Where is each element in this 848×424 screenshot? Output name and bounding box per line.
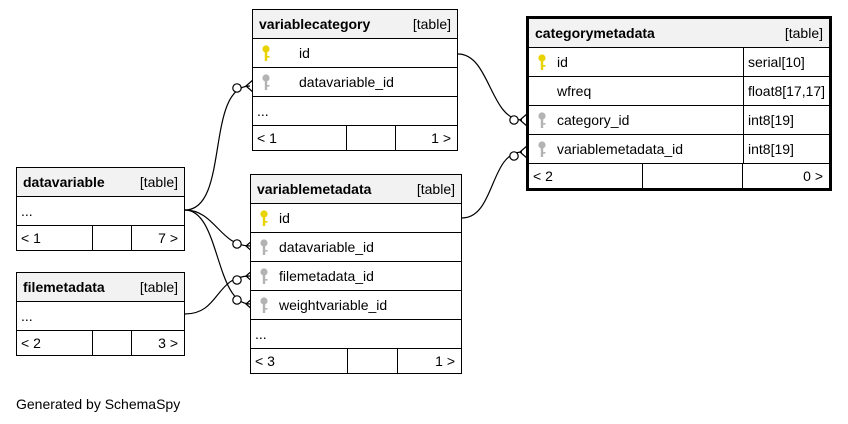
optional-marker-vm-fm <box>232 275 242 285</box>
parents-count-link[interactable]: < 2 <box>533 168 553 184</box>
primary-key-icon <box>262 45 270 61</box>
footer-spacer <box>92 331 132 355</box>
table-header[interactable]: datavariable [table] <box>17 168 184 197</box>
column-type: int8[19] <box>743 106 829 134</box>
more-columns: ... <box>21 203 33 219</box>
crowfoot-categorymetadata-1 <box>519 112 529 128</box>
column-row[interactable]: id serial[10] <box>529 48 829 77</box>
column-row[interactable]: id <box>253 39 457 68</box>
table-footer: < 2 0 > <box>529 164 829 188</box>
table-type: [table] <box>139 174 178 190</box>
more-columns-row: ... <box>17 197 184 226</box>
column-name: variablemetadata_id <box>557 141 684 157</box>
foreign-key-icon <box>262 74 270 90</box>
column-type: float8[17,17] <box>743 77 829 105</box>
optional-marker-cm-2 <box>509 151 519 161</box>
table-variablemetadata[interactable]: variablemetadata [table] id datavariable… <box>250 174 462 374</box>
children-count-link[interactable]: 1 > <box>431 130 451 146</box>
column-name: id <box>557 54 568 70</box>
primary-key-icon <box>260 210 268 226</box>
more-columns-row: ... <box>253 97 457 126</box>
column-row[interactable]: category_id int8[19] <box>529 106 829 135</box>
table-name[interactable]: variablemetadata <box>257 181 372 197</box>
foreign-key-icon <box>538 141 546 157</box>
column-row[interactable]: datavariable_id <box>253 68 457 97</box>
table-footer: < 1 1 > <box>253 126 457 150</box>
table-filemetadata[interactable]: filemetadata [table] ... < 2 3 > <box>16 272 185 356</box>
table-categorymetadata[interactable]: categorymetadata [table] id serial[10] w… <box>526 16 832 191</box>
primary-key-icon <box>538 54 546 70</box>
optional-marker-cm-1 <box>509 115 519 125</box>
foreign-key-icon <box>538 112 546 128</box>
more-columns: ... <box>257 103 269 119</box>
optional-marker-vm-wv <box>232 295 242 305</box>
generated-by-footer: Generated by SchemaSpy <box>16 396 181 412</box>
footer-spacer <box>92 226 132 250</box>
column-name: filemetadata_id <box>279 268 374 284</box>
table-datavariable[interactable]: datavariable [table] ... < 1 7 > <box>16 167 185 251</box>
parents-count-link[interactable]: < 3 <box>255 353 275 369</box>
table-type: [table] <box>412 16 451 32</box>
table-footer: < 1 7 > <box>17 226 184 250</box>
children-count-link[interactable]: 3 > <box>158 335 178 351</box>
table-header[interactable]: variablecategory [table] <box>253 10 457 39</box>
more-columns-row: ... <box>17 302 184 331</box>
column-row[interactable]: weightvariable_id <box>251 291 461 320</box>
column-row[interactable]: datavariable_id <box>251 233 461 262</box>
foreign-key-icon <box>260 297 268 313</box>
footer-spacer <box>642 164 743 188</box>
more-columns: ... <box>21 308 33 324</box>
column-name: wfreq <box>557 83 592 99</box>
children-count-link[interactable]: 1 > <box>435 353 455 369</box>
crowfoot-variablecategory <box>245 78 255 94</box>
table-header[interactable]: categorymetadata [table] <box>529 19 829 48</box>
foreign-key-icon <box>260 268 268 284</box>
edge-vc-datavariable <box>184 85 251 211</box>
column-name: id <box>299 45 310 61</box>
more-columns: ... <box>255 326 267 342</box>
column-name: datavariable_id <box>279 239 374 255</box>
column-type: int8[19] <box>743 135 829 163</box>
footer-spacer <box>346 126 396 150</box>
column-row[interactable]: variablemetadata_id int8[19] <box>529 135 829 164</box>
table-type: [table] <box>416 181 455 197</box>
foreign-key-icon <box>260 239 268 255</box>
column-row[interactable]: id <box>251 204 461 233</box>
table-footer: < 2 3 > <box>17 331 184 355</box>
edge-variablemetadata-id <box>461 151 523 219</box>
edge-vm-datavariable <box>184 209 251 247</box>
parents-count-link[interactable]: < 1 <box>21 230 41 246</box>
table-footer: < 3 1 > <box>251 349 461 373</box>
footer-spacer <box>347 349 398 373</box>
parents-count-link[interactable]: < 1 <box>257 130 277 146</box>
column-name: weightvariable_id <box>279 297 388 313</box>
table-header[interactable]: variablemetadata [table] <box>251 175 461 204</box>
table-type: [table] <box>784 25 823 41</box>
column-row[interactable]: wfreq float8[17,17] <box>529 77 829 106</box>
table-type: [table] <box>139 279 178 295</box>
more-columns-row: ... <box>251 320 461 349</box>
children-count-link[interactable]: 0 > <box>803 168 823 184</box>
table-name[interactable]: filemetadata <box>23 279 105 295</box>
table-name[interactable]: variablecategory <box>259 16 371 32</box>
crowfoot-categorymetadata-2 <box>519 144 529 160</box>
column-row[interactable]: filemetadata_id <box>251 262 461 291</box>
column-type: serial[10] <box>743 48 829 76</box>
table-name[interactable]: datavariable <box>23 174 105 190</box>
parents-count-link[interactable]: < 2 <box>21 335 41 351</box>
column-name: category_id <box>557 112 630 128</box>
optional-marker-vc <box>232 83 242 93</box>
table-header[interactable]: filemetadata [table] <box>17 273 184 302</box>
column-name: id <box>279 210 290 226</box>
edge-category-id <box>457 53 523 121</box>
column-name: datavariable_id <box>299 74 394 90</box>
optional-marker-vm-dv <box>232 239 242 249</box>
edge-vm-weightvariable <box>184 209 251 305</box>
children-count-link[interactable]: 7 > <box>158 230 178 246</box>
table-variablecategory[interactable]: variablecategory [table] id datavariable… <box>252 9 458 151</box>
table-name[interactable]: categorymetadata <box>535 25 655 41</box>
